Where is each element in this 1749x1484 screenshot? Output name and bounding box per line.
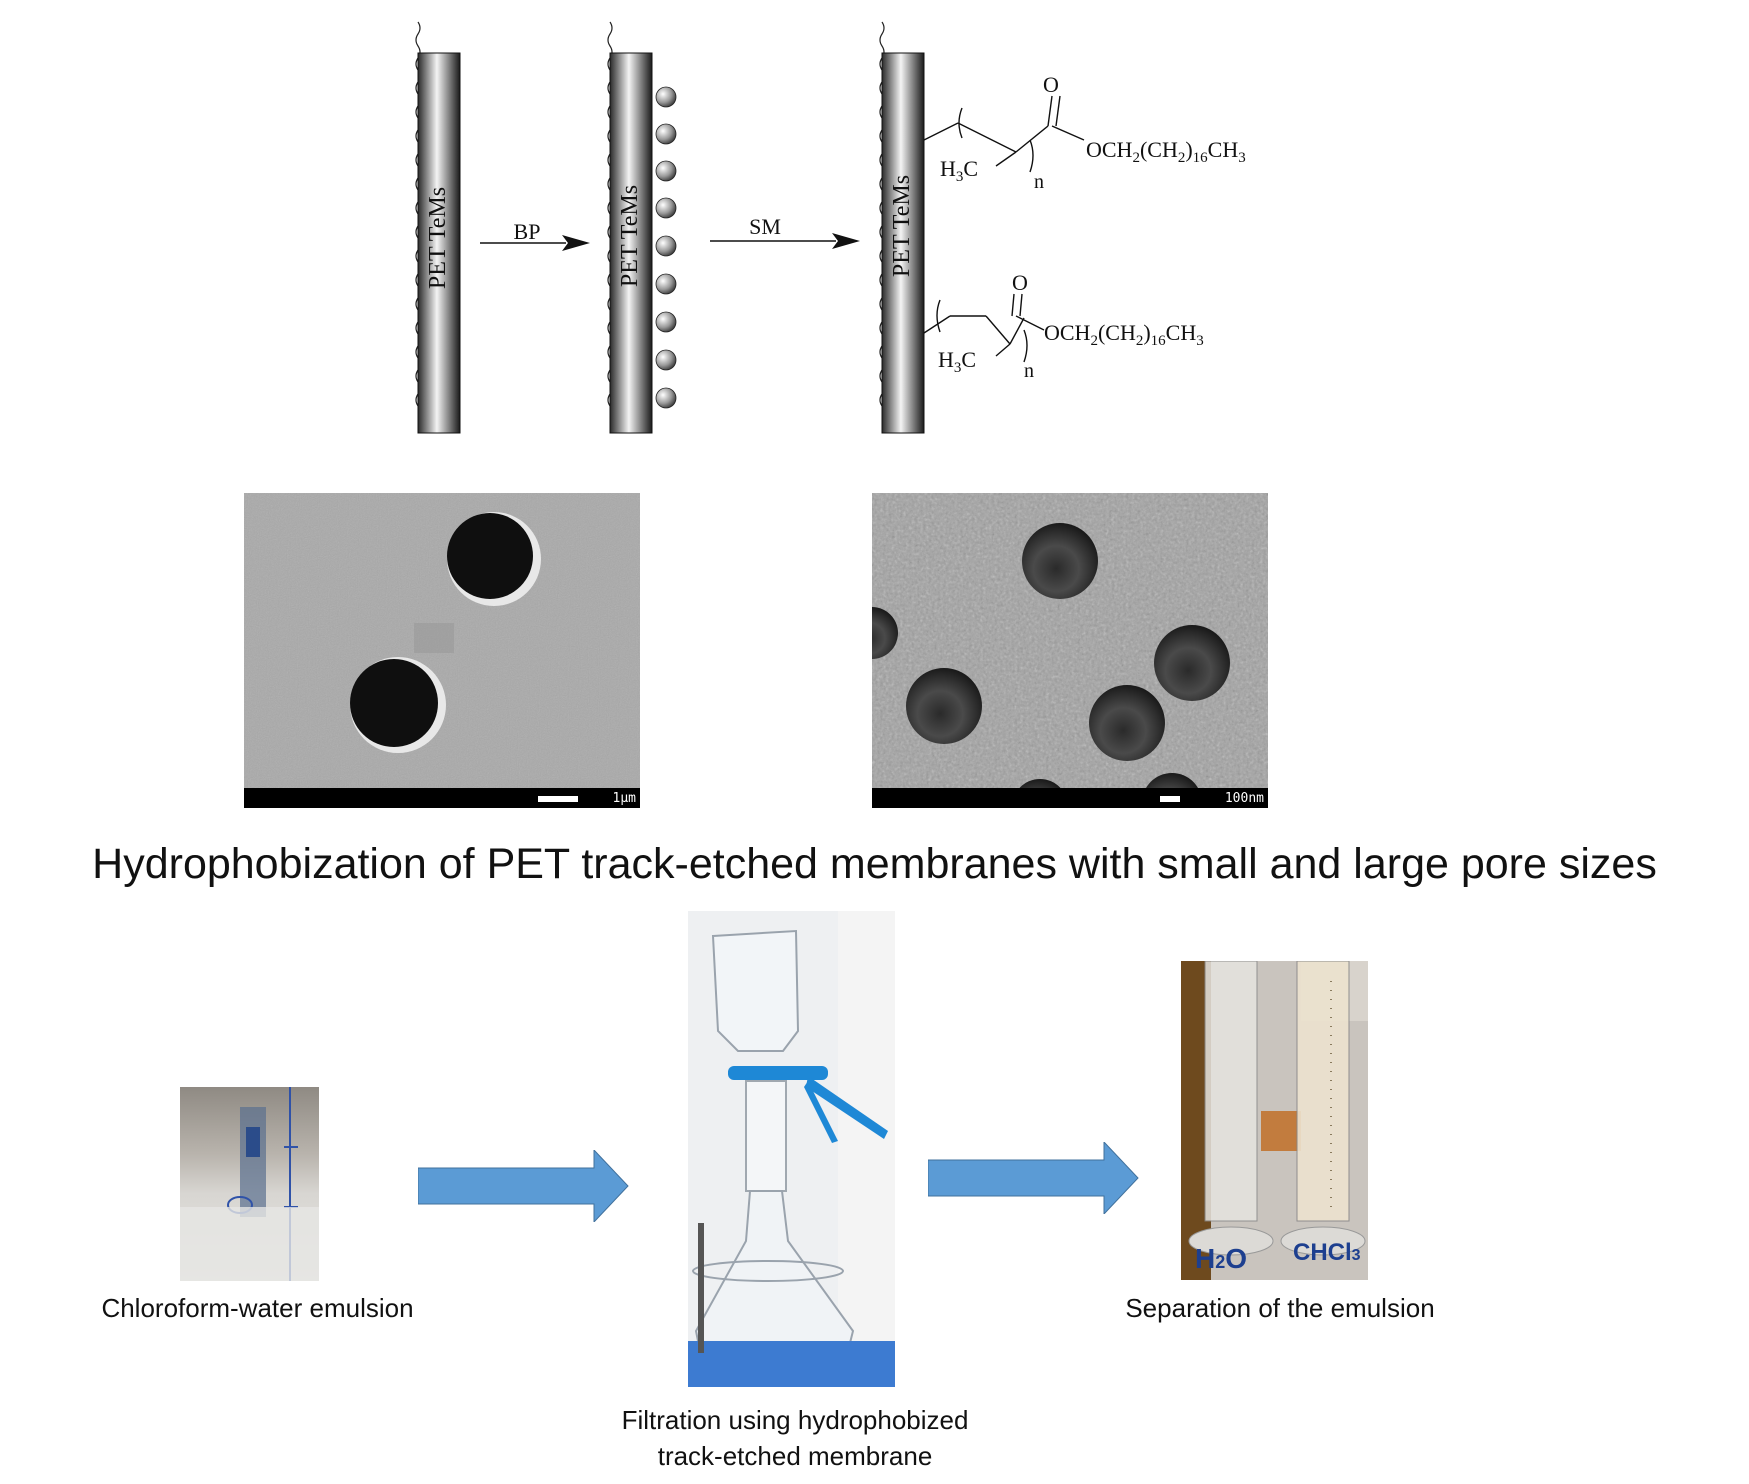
label-chloroform: CHCl3 bbox=[1293, 1239, 1361, 1266]
chain-top-ester: OCH2(CH2)16CH3 bbox=[1086, 137, 1246, 166]
chain-bottom-n: n bbox=[1024, 360, 1034, 382]
reaction-scheme: PET TeMs PET TeMs PET TeMs BP SM O H3C O… bbox=[415, 21, 1246, 434]
caption-emulsion: Chloroform-water emulsion bbox=[101, 1293, 414, 1323]
process-arrow-2 bbox=[928, 1142, 1139, 1214]
photo-filtration-setup bbox=[688, 911, 895, 1387]
membrane-label-2: PET TeMs bbox=[617, 185, 643, 287]
sem-scale-label-left: 1µm bbox=[612, 791, 636, 806]
label-water: H2O bbox=[1195, 1243, 1248, 1274]
chain-top-methyl: H3C bbox=[940, 156, 978, 185]
caption-filtration: Filtration using hydrophobized track-etc… bbox=[560, 1402, 1030, 1474]
caption-filtration-line2: track-etched membrane bbox=[657, 1441, 933, 1471]
sem-scalebar-right: 100nm bbox=[872, 788, 1268, 808]
polymer-chain-top bbox=[923, 95, 1085, 173]
photo-separated-cylinders: H2O CHCl3 bbox=[1181, 961, 1368, 1280]
caption-filtration-line1: Filtration using hydrophobized bbox=[621, 1405, 969, 1435]
chain-bottom-o: O bbox=[1012, 270, 1028, 295]
membrane-3 bbox=[879, 21, 925, 434]
sem-image-large-pores: 1µm bbox=[244, 493, 640, 808]
arrow-sm bbox=[710, 233, 860, 249]
caption-separation: Separation of the emulsion bbox=[1125, 1293, 1435, 1323]
photo-emulsion-beaker bbox=[180, 1087, 319, 1281]
sem-image-small-pores: 100nm bbox=[872, 493, 1268, 808]
figure-title: Hydrophobization of PET track-etched mem… bbox=[92, 840, 1657, 888]
chain-bottom-methyl: H3C bbox=[938, 347, 976, 376]
step-label-bp: BP bbox=[514, 219, 541, 244]
chain-top-n: n bbox=[1034, 171, 1044, 193]
chain-top-o: O bbox=[1043, 72, 1059, 97]
polymer-chain-bottom bbox=[923, 293, 1045, 363]
process-arrow-1 bbox=[418, 1150, 629, 1222]
membrane-1 bbox=[415, 21, 461, 434]
chain-bottom-ester: OCH2(CH2)16CH3 bbox=[1044, 320, 1204, 349]
membrane-2 bbox=[607, 21, 677, 434]
initiator-beads bbox=[655, 86, 677, 409]
arrow-bp bbox=[480, 235, 590, 251]
sem-scale-label-right: 100nm bbox=[1224, 791, 1264, 806]
step-label-sm: SM bbox=[749, 214, 781, 239]
membrane-label-3: PET TeMs bbox=[889, 175, 915, 277]
membrane-label-1: PET TeMs bbox=[425, 187, 451, 289]
sem-scalebar-left: 1µm bbox=[244, 788, 640, 808]
